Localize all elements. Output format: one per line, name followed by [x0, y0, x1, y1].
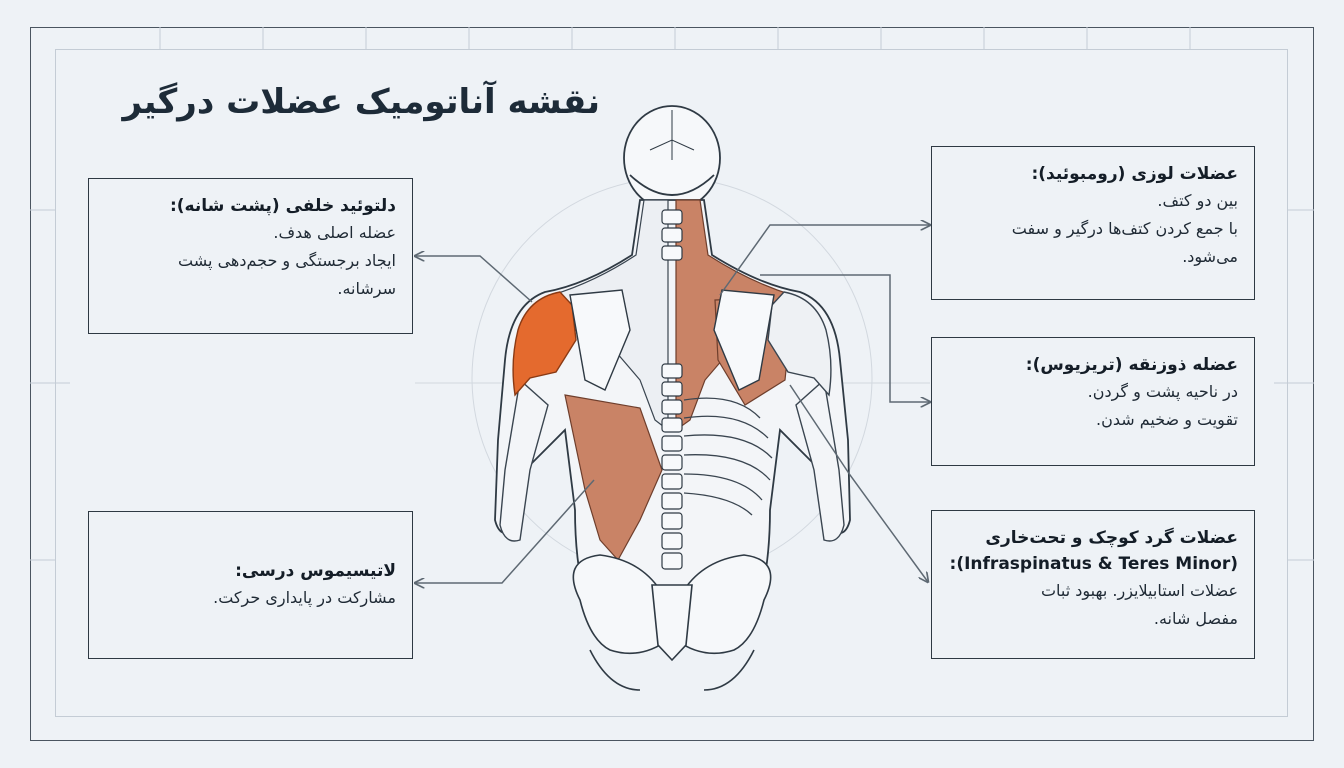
page-title: نقشه آناتومیک عضلات درگیر — [122, 82, 600, 122]
outer-frame — [30, 27, 1314, 741]
callout-deltoid-line-3: سرشانه. — [337, 279, 396, 298]
callout-teres-heading: عضلات گرد کوچک و تحت‌خاری — [985, 528, 1238, 548]
callout-trapezius-line-2: تقویت و ضخیم شدن. — [1096, 410, 1238, 429]
callout-deltoid-line-2: ایجاد برجستگی و حجم‌دهی پشت — [178, 251, 396, 270]
callout-teres-subheading: (Infraspinatus & Teres Minor): — [949, 554, 1238, 574]
callout-latissimus-line-1: مشارکت در پایداری حرکت. — [213, 588, 396, 607]
spine — [661, 209, 683, 570]
deltoid-muscle — [512, 291, 577, 397]
right-deltoid-outline — [767, 291, 832, 397]
frame-ticks — [30, 27, 1314, 561]
leader-lines — [415, 225, 930, 583]
callout-teres: عضلات گرد کوچک و تحت‌خاری (Infraspinatus… — [931, 510, 1255, 659]
callout-latissimus-heading: لاتیسیموس درسی: — [235, 561, 396, 581]
callout-rhomboid-line-1: بین دو کتف. — [1157, 191, 1238, 210]
callout-deltoid: دلتوئید خلفی (پشت شانه): عضله اصلی هدف. … — [88, 178, 413, 334]
callout-deltoid-line-1: عضله اصلی هدف. — [273, 223, 396, 242]
callout-trapezius-heading: عضله ذوزنقه (تریزیوس): — [1025, 355, 1238, 375]
callout-rhomboid-heading: عضلات لوزی (رومبوئید): — [1031, 164, 1238, 184]
leader-teres — [789, 384, 928, 582]
arms — [499, 378, 845, 542]
skull — [623, 105, 721, 211]
callout-teres-line-2: مفصل شانه. — [1153, 609, 1238, 628]
ribs — [683, 397, 773, 516]
callout-deltoid-heading: دلتوئید خلفی (پشت شانه): — [169, 196, 396, 216]
pelvis — [572, 554, 772, 691]
callout-rhomboid-line-2: با جمع کردن کتف‌ها درگیر و سفت — [1011, 219, 1238, 238]
callout-rhomboid: عضلات لوزی (رومبوئید): بین دو کتف. با جم… — [931, 146, 1255, 300]
latissimus-muscle — [564, 394, 663, 562]
scapulae — [569, 289, 775, 391]
callout-trapezius-line-1: در ناحیه پشت و گردن. — [1087, 382, 1238, 401]
leader-latissimus — [415, 479, 595, 583]
callout-latissimus: لاتیسیموس درسی: مشارکت در پایداری حرکت. — [88, 511, 413, 659]
leader-rhomboid — [719, 225, 930, 296]
callout-teres-line-1: عضلات استابیلایزر. بهبود ثبات — [1040, 581, 1238, 600]
callout-rhomboid-line-3: می‌شود. — [1182, 247, 1238, 266]
leader-deltoid — [415, 256, 533, 303]
leader-trapezius — [760, 274, 930, 402]
callout-trapezius: عضله ذوزنقه (تریزیوس): در ناحیه پشت و گر… — [931, 337, 1255, 466]
